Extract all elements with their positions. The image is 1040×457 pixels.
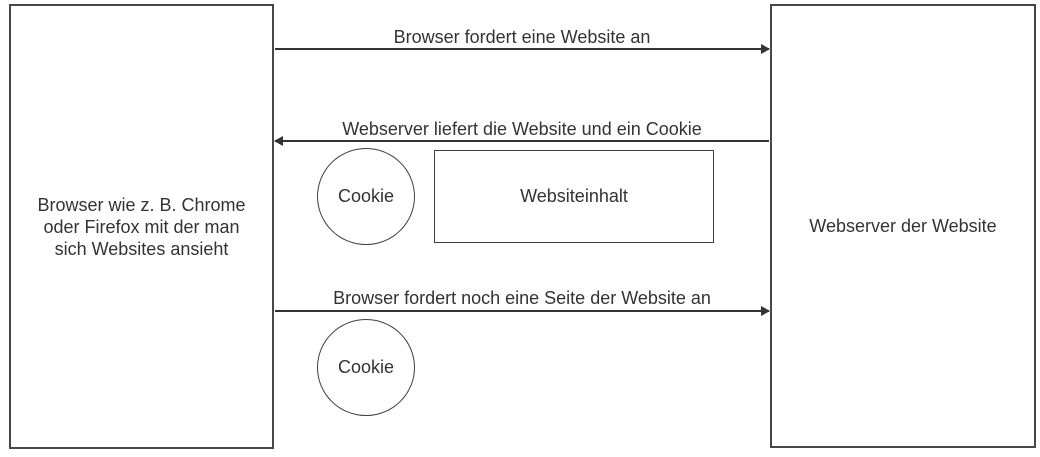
arrowhead-left-icon — [274, 136, 283, 146]
response-cookie-circle: Cookie — [317, 148, 415, 245]
webserver-actor-box: Webserver der Website — [770, 4, 1036, 448]
webserver-actor-label: Webserver der Website — [809, 216, 997, 236]
browser-actor-box: Browser wie z. B. Chrome oder Firefox mi… — [9, 4, 274, 449]
arrow-first-request — [275, 44, 770, 54]
message-second-request-label: Browser fordert noch eine Seite der Webs… — [333, 288, 711, 308]
arrowhead-right-icon — [761, 306, 770, 316]
arrow-response — [274, 136, 769, 146]
message-first-request-label: Browser fordert eine Website an — [393, 27, 651, 47]
request-cookie-circle: Cookie — [317, 319, 415, 416]
arrowhead-right-icon — [761, 44, 770, 54]
website-content-label: Websiteinhalt — [520, 186, 628, 206]
arrow-second-request — [275, 306, 770, 316]
request-cookie-label: Cookie — [337, 357, 395, 377]
browser-actor-label: Browser wie z. B. Chrome oder Firefox mi… — [37, 194, 246, 259]
website-content-box: Websiteinhalt — [434, 150, 714, 243]
message-response-label: Webserver liefert die Website und ein Co… — [342, 119, 702, 139]
response-cookie-label: Cookie — [337, 186, 395, 206]
